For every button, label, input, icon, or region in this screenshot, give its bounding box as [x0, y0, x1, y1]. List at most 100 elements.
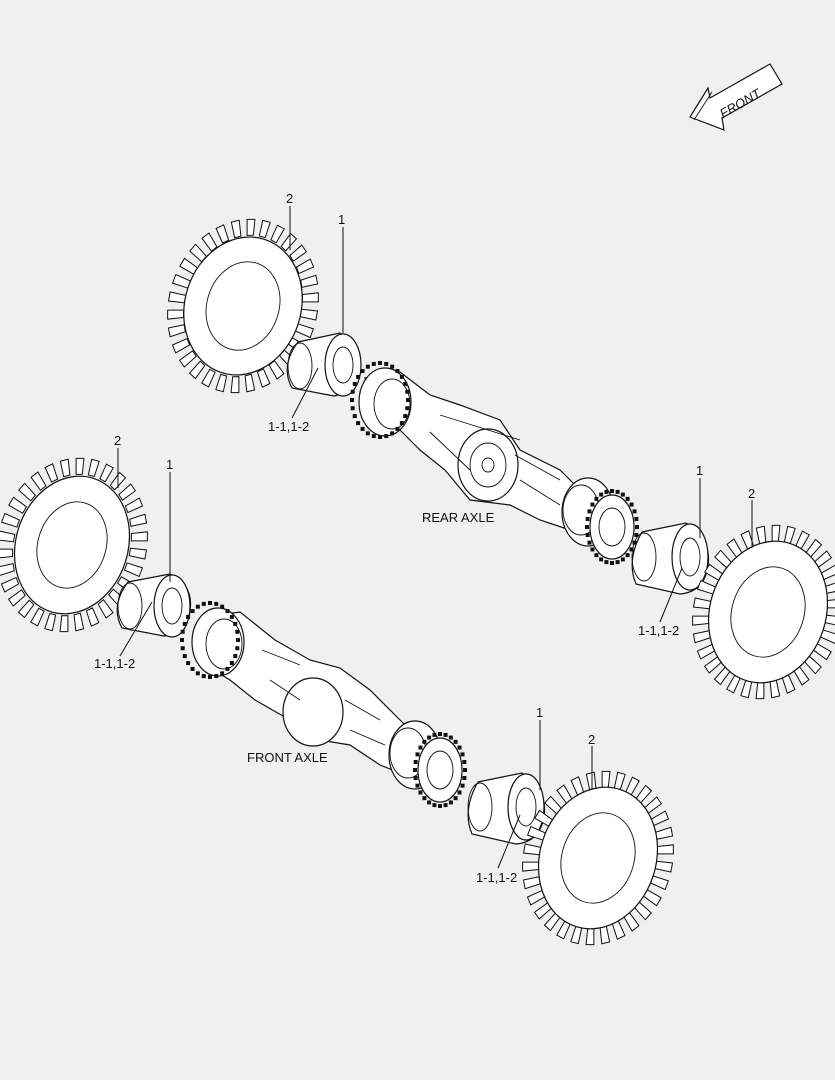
tire-tread-lug	[44, 463, 59, 483]
hub-gear-tooth	[195, 671, 200, 676]
hub-gear-tooth	[214, 601, 219, 606]
hub-gear-tooth	[415, 783, 420, 788]
tire-tread-lug	[201, 232, 218, 252]
hub-gear-tooth	[594, 553, 599, 558]
hub-gear-tooth	[457, 790, 462, 795]
hub-gear-tooth	[180, 638, 184, 642]
tire-tread-lug	[570, 925, 583, 945]
tire-tread-lug	[258, 219, 271, 239]
hub-gear-tooth	[405, 406, 410, 411]
callout-front-left-tire: 2	[114, 433, 121, 448]
callout-front-left-rim-sub: 1-1,1-2	[94, 656, 135, 671]
tire-tread-lug	[124, 497, 144, 514]
hub-gear-tooth	[635, 525, 639, 529]
hub-gear-tooth	[448, 800, 453, 805]
front-left-tire	[0, 457, 148, 633]
hub-gear-tooth	[599, 557, 604, 562]
hub-gear-tooth	[629, 547, 634, 552]
rear-right-rim	[631, 522, 710, 595]
tire-tread-lug	[17, 599, 35, 619]
hub-gear-tooth	[453, 739, 458, 744]
hub-gear-tooth	[585, 516, 590, 521]
tire-tread-lug	[783, 525, 796, 545]
hub-gear-tooth	[235, 629, 240, 634]
hub-gear-tooth	[233, 621, 238, 626]
tire-tread-lug	[30, 471, 47, 491]
hub-gear-tooth	[634, 516, 639, 521]
tire-tread-lug	[268, 360, 285, 380]
hub-gear-tooth	[236, 638, 240, 642]
hub-gear-tooth	[186, 661, 191, 666]
tire-tread-lug	[201, 368, 216, 388]
hub-gear-tooth	[360, 426, 365, 431]
tire-tread-lug	[118, 483, 137, 501]
hub-gear-tooth	[229, 614, 234, 619]
front-axle-label: FRONT AXLE	[247, 750, 328, 765]
hub-gear-tooth	[587, 509, 592, 514]
tire-tread-lug	[230, 376, 240, 394]
callout-front-right-tire: 2	[588, 732, 595, 747]
hub-gear-tooth	[403, 414, 408, 419]
callout-front-left-rim: 1	[166, 457, 173, 472]
front-left-rim	[116, 573, 192, 638]
hub-gear-tooth	[585, 525, 589, 529]
hub-gear-tooth	[599, 492, 604, 497]
tire-tread-lug	[522, 861, 540, 872]
tire-tread-lug	[289, 244, 308, 262]
hub-gear-tooth	[403, 381, 408, 386]
hub-gear-tooth	[190, 666, 195, 671]
tire-tread-lug	[30, 607, 45, 627]
tire-tread-lug	[188, 360, 206, 380]
hub-gear-tooth	[610, 489, 614, 493]
tire-tread-lug	[244, 373, 256, 393]
hub-gear-tooth	[350, 389, 355, 394]
hub-gear-tooth	[438, 732, 442, 736]
tire-tread-lug	[0, 563, 15, 577]
hub-gear-tooth	[443, 803, 448, 808]
rear-left-tire	[167, 218, 319, 394]
rear-right-tire	[692, 524, 835, 700]
hub-gear-tooth	[432, 732, 437, 737]
hub-gear-tooth	[615, 489, 620, 494]
hub-gear-tooth	[422, 739, 427, 744]
callout-rear-left-rim-sub: 1-1,1-2	[268, 419, 309, 434]
hub-gear-tooth	[604, 560, 609, 565]
tire-tread-lug	[7, 589, 26, 607]
tire-tread-lug	[85, 607, 100, 627]
hub-gear-tooth	[590, 547, 595, 552]
hub-gear-tooth	[229, 661, 234, 666]
hub-gear-tooth	[201, 601, 206, 606]
tire-tread-lug	[270, 224, 285, 244]
tire-tread-lug	[73, 612, 85, 632]
tire-tread-lug	[755, 682, 765, 700]
tire-tread-lug	[230, 219, 242, 239]
hub-gear-tooth	[384, 434, 389, 439]
tire-tread-lug	[129, 513, 148, 527]
hub-gear-tooth	[378, 435, 382, 439]
hub-gear-tooth	[384, 361, 389, 366]
hub-gear-tooth	[395, 369, 400, 374]
tire-tread-lug	[585, 928, 595, 946]
tire-tread-lug	[301, 292, 319, 303]
tire-tread-lug	[740, 679, 753, 699]
tire-tread-lug	[256, 368, 271, 388]
hub-gear-tooth	[457, 745, 462, 750]
hub-gear-tooth	[352, 414, 357, 419]
hub-gear-tooth	[427, 735, 432, 740]
rear-left-rim	[286, 332, 362, 397]
hub-gear-tooth	[443, 732, 448, 737]
hub-gear-tooth	[220, 671, 225, 676]
hub-gear-tooth	[413, 759, 418, 764]
tire-tread-lug	[613, 771, 626, 791]
hub-gear-tooth	[195, 604, 200, 609]
hub-gear-tooth	[395, 426, 400, 431]
hub-gear-tooth	[233, 654, 238, 659]
tire-tread-lug	[75, 457, 85, 475]
tire-tread-lug	[771, 524, 781, 542]
tire-tread-lug	[280, 232, 298, 252]
hub-gear-tooth	[186, 614, 191, 619]
tire-tread-lug	[0, 576, 20, 593]
hub-gear-tooth	[413, 776, 418, 781]
hub-gear-tooth	[615, 560, 620, 565]
hub-gear-tooth	[378, 361, 382, 365]
